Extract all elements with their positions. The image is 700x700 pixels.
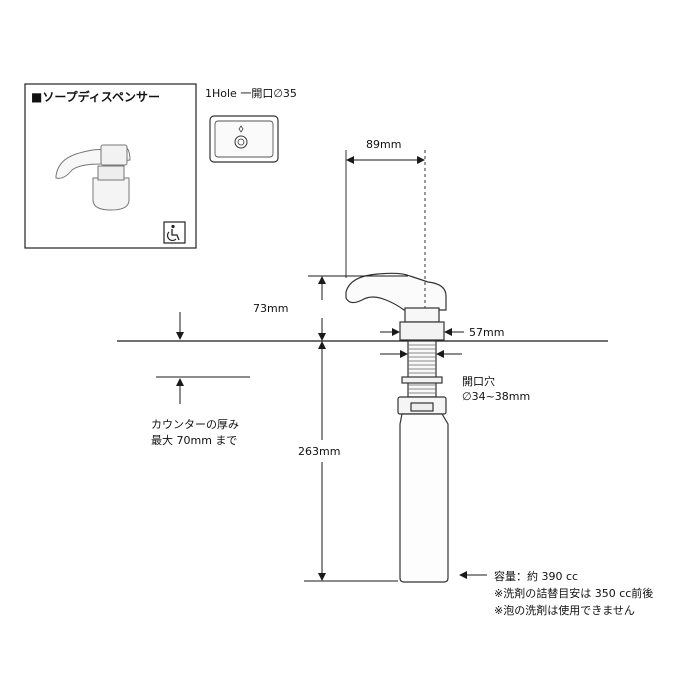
product-box: ■ソープディスペンサー	[24, 83, 197, 249]
height-above-dimension	[308, 275, 408, 341]
diamond-mark-icon	[238, 125, 244, 133]
hole-range-label: ∅34~38mm	[462, 390, 530, 403]
hole-spec: 1Hole 一開口∅35	[205, 87, 297, 163]
capacity-note: 容量：約 390 cc	[494, 569, 578, 583]
base-diameter-label: 57mm	[469, 326, 504, 339]
product-title: ■ソープディスペンサー	[31, 89, 160, 104]
refill-note: ※洗剤の詰替目安は 350 cc前後	[494, 586, 653, 600]
counter-note-line1: カウンターの厚み	[151, 418, 239, 431]
counter-thickness-marker	[156, 312, 250, 404]
lock-washer	[401, 376, 443, 384]
below-counter-label: 263mm	[298, 445, 340, 458]
dispenser-drawing	[345, 272, 449, 583]
hole-spec-label: 1Hole 一開口∅35	[205, 87, 297, 100]
dispenser-thumbnail-icon	[55, 144, 131, 211]
foam-note: ※泡の洗剤は使用できません	[494, 603, 635, 617]
spout-reach-label: 89mm	[366, 138, 401, 151]
base-flange	[399, 321, 445, 341]
below-counter-dimension	[304, 341, 398, 582]
soap-bottle	[399, 413, 449, 583]
hole-label: 開口穴	[462, 374, 495, 388]
height-above-label: 73mm	[253, 302, 288, 315]
spout-head	[345, 272, 447, 311]
wheelchair-icon	[163, 221, 186, 244]
counter-note-line2: 最大 70mm まで	[151, 433, 237, 447]
